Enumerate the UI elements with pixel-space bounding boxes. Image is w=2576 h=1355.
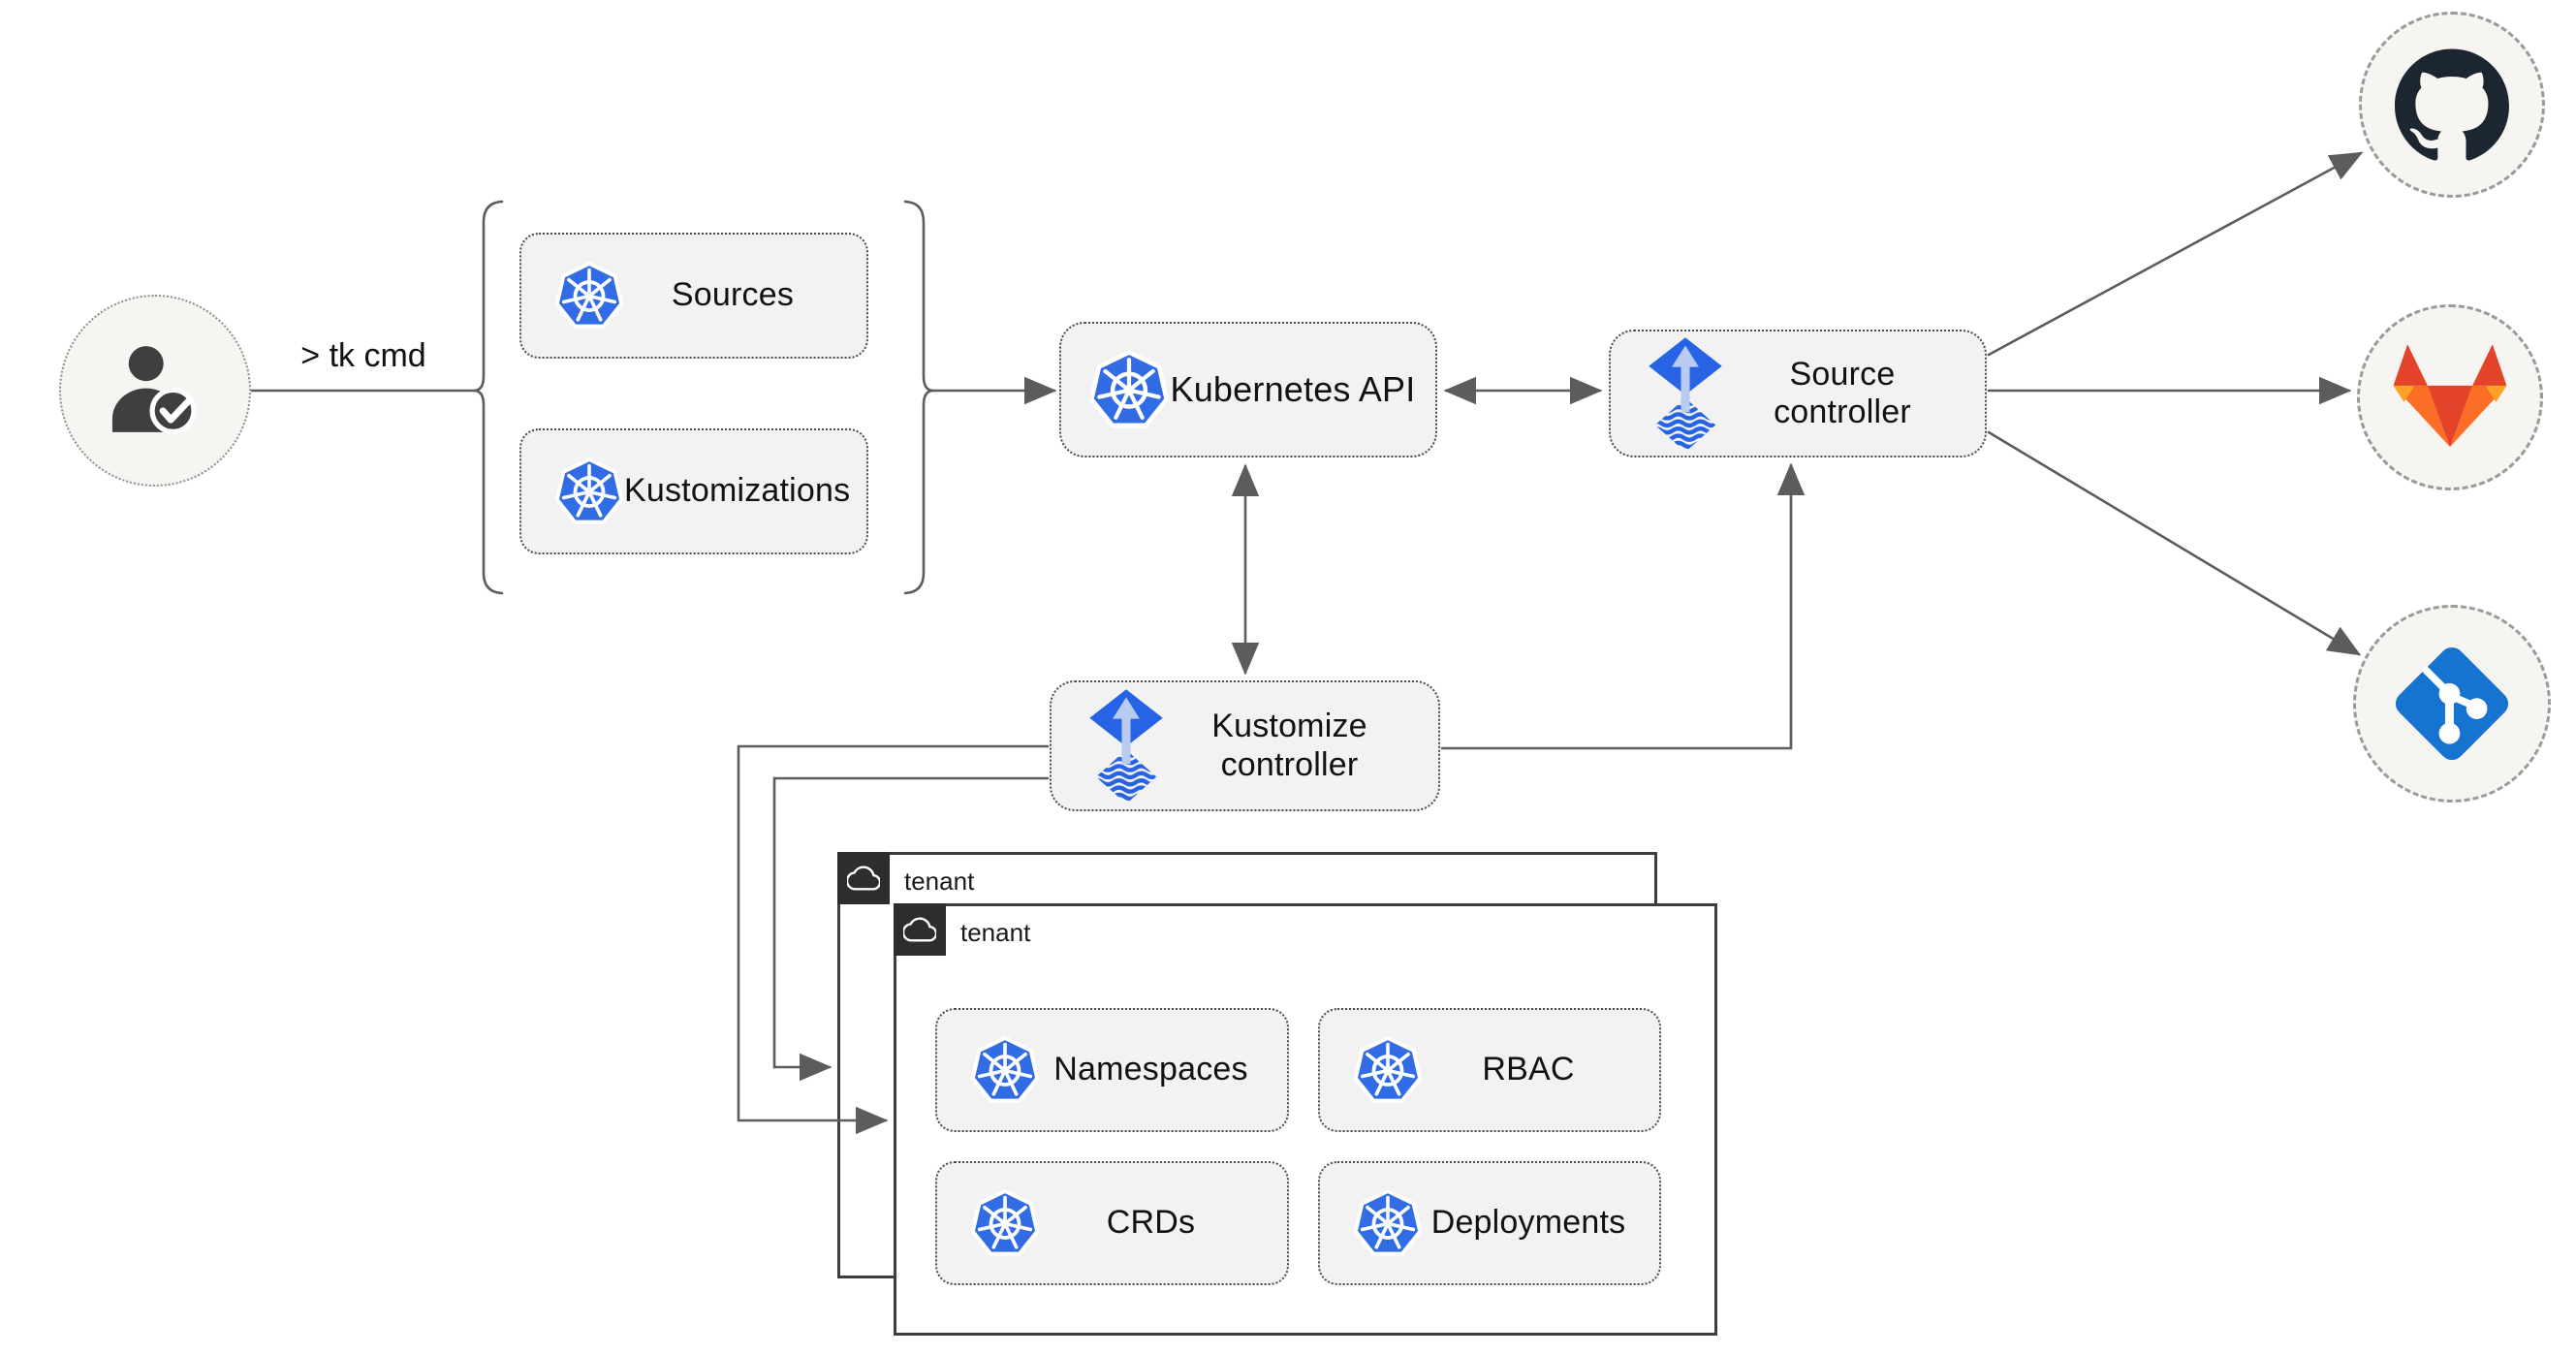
cloud-icon xyxy=(903,913,936,946)
node-label: Namespaces xyxy=(1053,1051,1248,1088)
node-label: Kustomize controller xyxy=(1166,708,1438,783)
edge-source-to-github xyxy=(1987,151,2364,357)
source-controller-node: Source controller xyxy=(1609,330,1987,457)
node-label-line1: Kustomize xyxy=(1211,708,1367,745)
sources-node: Sources xyxy=(519,233,868,359)
cloud-icon xyxy=(847,862,880,895)
tenant-header xyxy=(894,903,946,956)
cli-command-label: > tk cmd xyxy=(300,337,426,374)
node-label: CRDs xyxy=(1106,1204,1196,1242)
kubernetes-icon xyxy=(970,1035,1040,1105)
node-label: Kustomizations xyxy=(624,472,851,510)
git-node xyxy=(2353,605,2551,803)
namespaces-node: Namespaces xyxy=(935,1008,1289,1132)
kubernetes-icon xyxy=(554,457,624,526)
node-label: Kubernetes API xyxy=(1170,369,1416,410)
kubernetes-icon xyxy=(554,261,624,331)
tenant-label: tenant xyxy=(960,918,1031,947)
github-icon xyxy=(2395,47,2509,162)
gitlab-icon xyxy=(2391,343,2509,452)
node-label-line2: controller xyxy=(1220,745,1359,783)
user-node xyxy=(59,295,251,487)
kubernetes-icon xyxy=(1088,349,1170,430)
user-check-icon xyxy=(99,334,211,447)
deployments-node: Deployments xyxy=(1318,1161,1661,1285)
gitlab-node xyxy=(2357,304,2543,490)
node-label: RBAC xyxy=(1482,1051,1575,1088)
kustomizations-node: Kustomizations xyxy=(519,428,868,554)
tenant-label: tenant xyxy=(904,867,975,896)
kubernetes-icon xyxy=(1353,1188,1423,1258)
kubernetes-icon xyxy=(1353,1035,1423,1105)
crds-node: CRDs xyxy=(935,1161,1289,1285)
kustomize-controller-node: Kustomize controller xyxy=(1050,680,1440,811)
flux-icon xyxy=(1086,686,1166,805)
flux-icon xyxy=(1646,334,1725,454)
edge-kustomize-to-source xyxy=(1440,462,1806,750)
edge-source-to-git xyxy=(1987,430,2362,656)
kubernetes-icon xyxy=(970,1188,1040,1258)
tenant-header xyxy=(837,852,890,904)
node-label: Source controller xyxy=(1725,356,1985,431)
kubernetes-api-node: Kubernetes API xyxy=(1059,322,1437,457)
node-label: Sources xyxy=(671,276,795,314)
right-brace xyxy=(903,200,934,595)
node-label: Deployments xyxy=(1430,1204,1626,1242)
github-node xyxy=(2359,12,2545,198)
node-label-line2: controller xyxy=(1774,394,1911,430)
left-brace xyxy=(473,200,504,595)
node-label-line1: Source xyxy=(1789,355,1896,393)
git-icon xyxy=(2390,642,2514,766)
rbac-node: RBAC xyxy=(1318,1008,1661,1132)
